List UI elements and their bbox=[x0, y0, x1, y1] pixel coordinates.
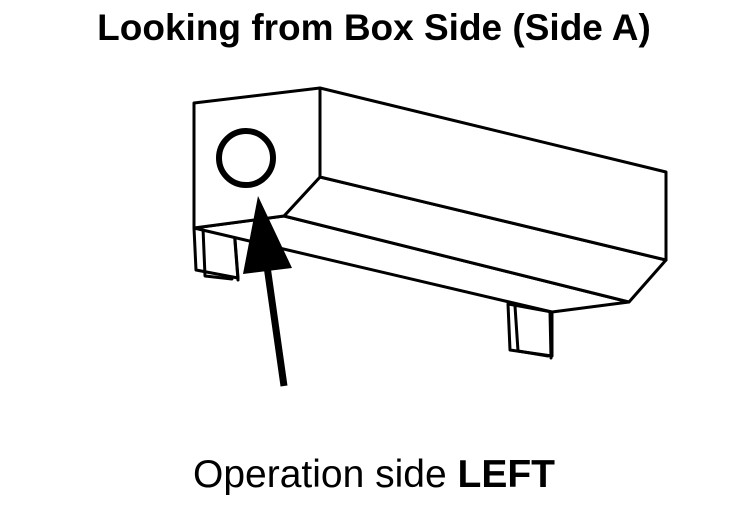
operation-hole-icon bbox=[216, 128, 276, 188]
diagram-title: Looking from Box Side (Side A) bbox=[97, 7, 651, 48]
arrow-icon bbox=[243, 196, 292, 387]
operation-side-caption: Operation side LEFT bbox=[0, 449, 748, 501]
caption-emphasis: LEFT bbox=[457, 453, 555, 496]
caption-prefix: Operation side bbox=[193, 453, 447, 496]
right-foot bbox=[506, 302, 554, 360]
left-foot bbox=[192, 224, 240, 282]
